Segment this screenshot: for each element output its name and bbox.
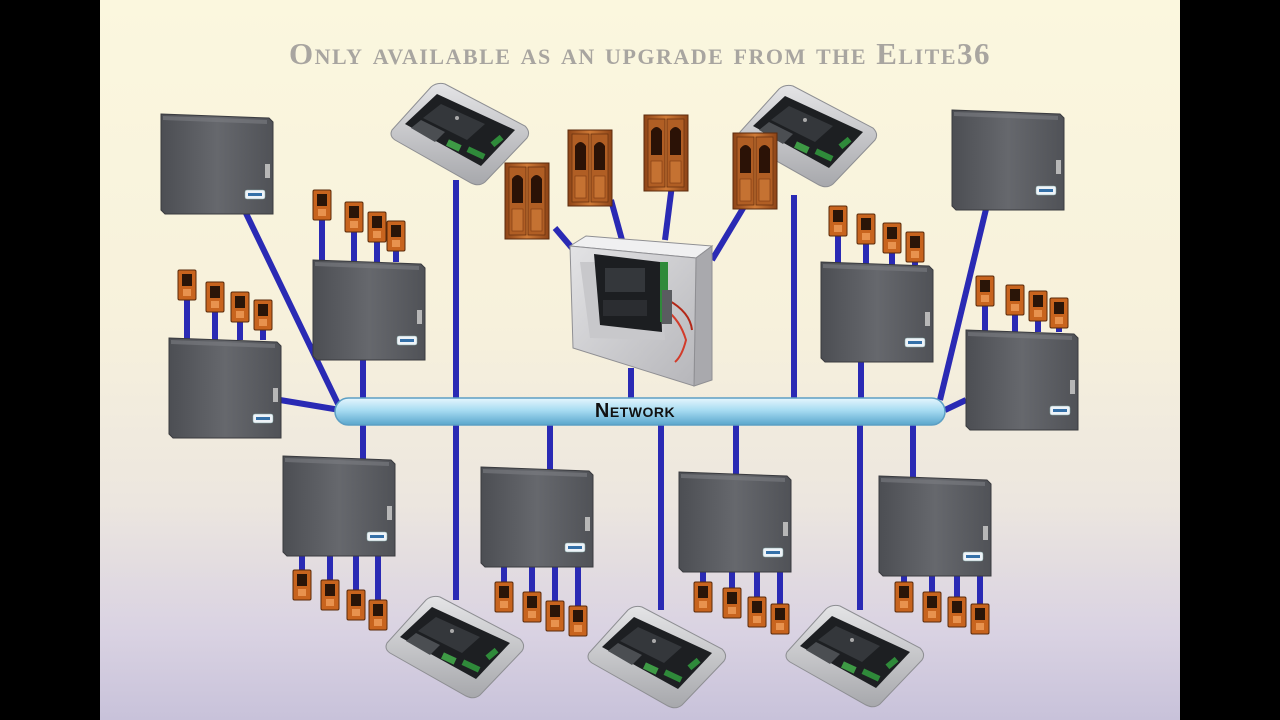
card-reader xyxy=(922,591,942,623)
card-reader xyxy=(545,600,565,632)
card-reader xyxy=(494,581,514,613)
card-reader xyxy=(1028,290,1048,322)
card-reader xyxy=(970,603,990,635)
card-reader xyxy=(722,587,742,619)
cable-layer xyxy=(184,180,1062,610)
controller-board xyxy=(587,605,727,709)
card-reader xyxy=(367,211,387,243)
card-reader xyxy=(320,579,340,611)
controller-board xyxy=(785,604,925,708)
card-reader xyxy=(693,581,713,613)
door xyxy=(504,162,550,240)
card-reader xyxy=(947,596,967,628)
card-reader xyxy=(856,213,876,245)
card-reader xyxy=(1005,284,1025,316)
enclosure-panel xyxy=(312,259,426,361)
card-reader xyxy=(828,205,848,237)
card-reader xyxy=(346,589,366,621)
enclosure-panel xyxy=(678,471,792,573)
card-reader xyxy=(882,222,902,254)
card-reader xyxy=(368,599,388,631)
card-reader xyxy=(975,275,995,307)
central-controller-enclosure xyxy=(568,235,714,387)
card-reader xyxy=(177,269,197,301)
network-bar xyxy=(334,397,946,426)
enclosure-panel xyxy=(965,329,1079,431)
card-reader xyxy=(292,569,312,601)
card-reader xyxy=(747,596,767,628)
network-label: Network xyxy=(594,400,676,422)
door xyxy=(567,129,613,207)
enclosure-panel xyxy=(820,261,934,363)
card-reader xyxy=(905,231,925,263)
card-reader xyxy=(770,603,790,635)
card-reader xyxy=(522,591,542,623)
door xyxy=(643,114,689,192)
enclosure-panel xyxy=(168,337,282,439)
enclosure-panel xyxy=(878,475,992,577)
card-reader xyxy=(205,281,225,313)
card-reader xyxy=(312,189,332,221)
enclosure-panel xyxy=(282,455,396,557)
card-reader xyxy=(894,581,914,613)
enclosure-panel xyxy=(160,113,274,215)
card-reader xyxy=(1049,297,1069,329)
enclosure-panel xyxy=(951,109,1065,211)
card-reader xyxy=(568,605,588,637)
card-reader xyxy=(230,291,250,323)
card-reader xyxy=(386,220,406,252)
network-diagram xyxy=(160,82,1079,709)
card-reader xyxy=(253,299,273,331)
enclosure-panel xyxy=(480,466,594,568)
card-reader xyxy=(344,201,364,233)
slide: Only available as an upgrade from the El… xyxy=(100,0,1180,720)
slide-title: Only available as an upgrade from the El… xyxy=(288,36,992,71)
door xyxy=(732,132,778,210)
